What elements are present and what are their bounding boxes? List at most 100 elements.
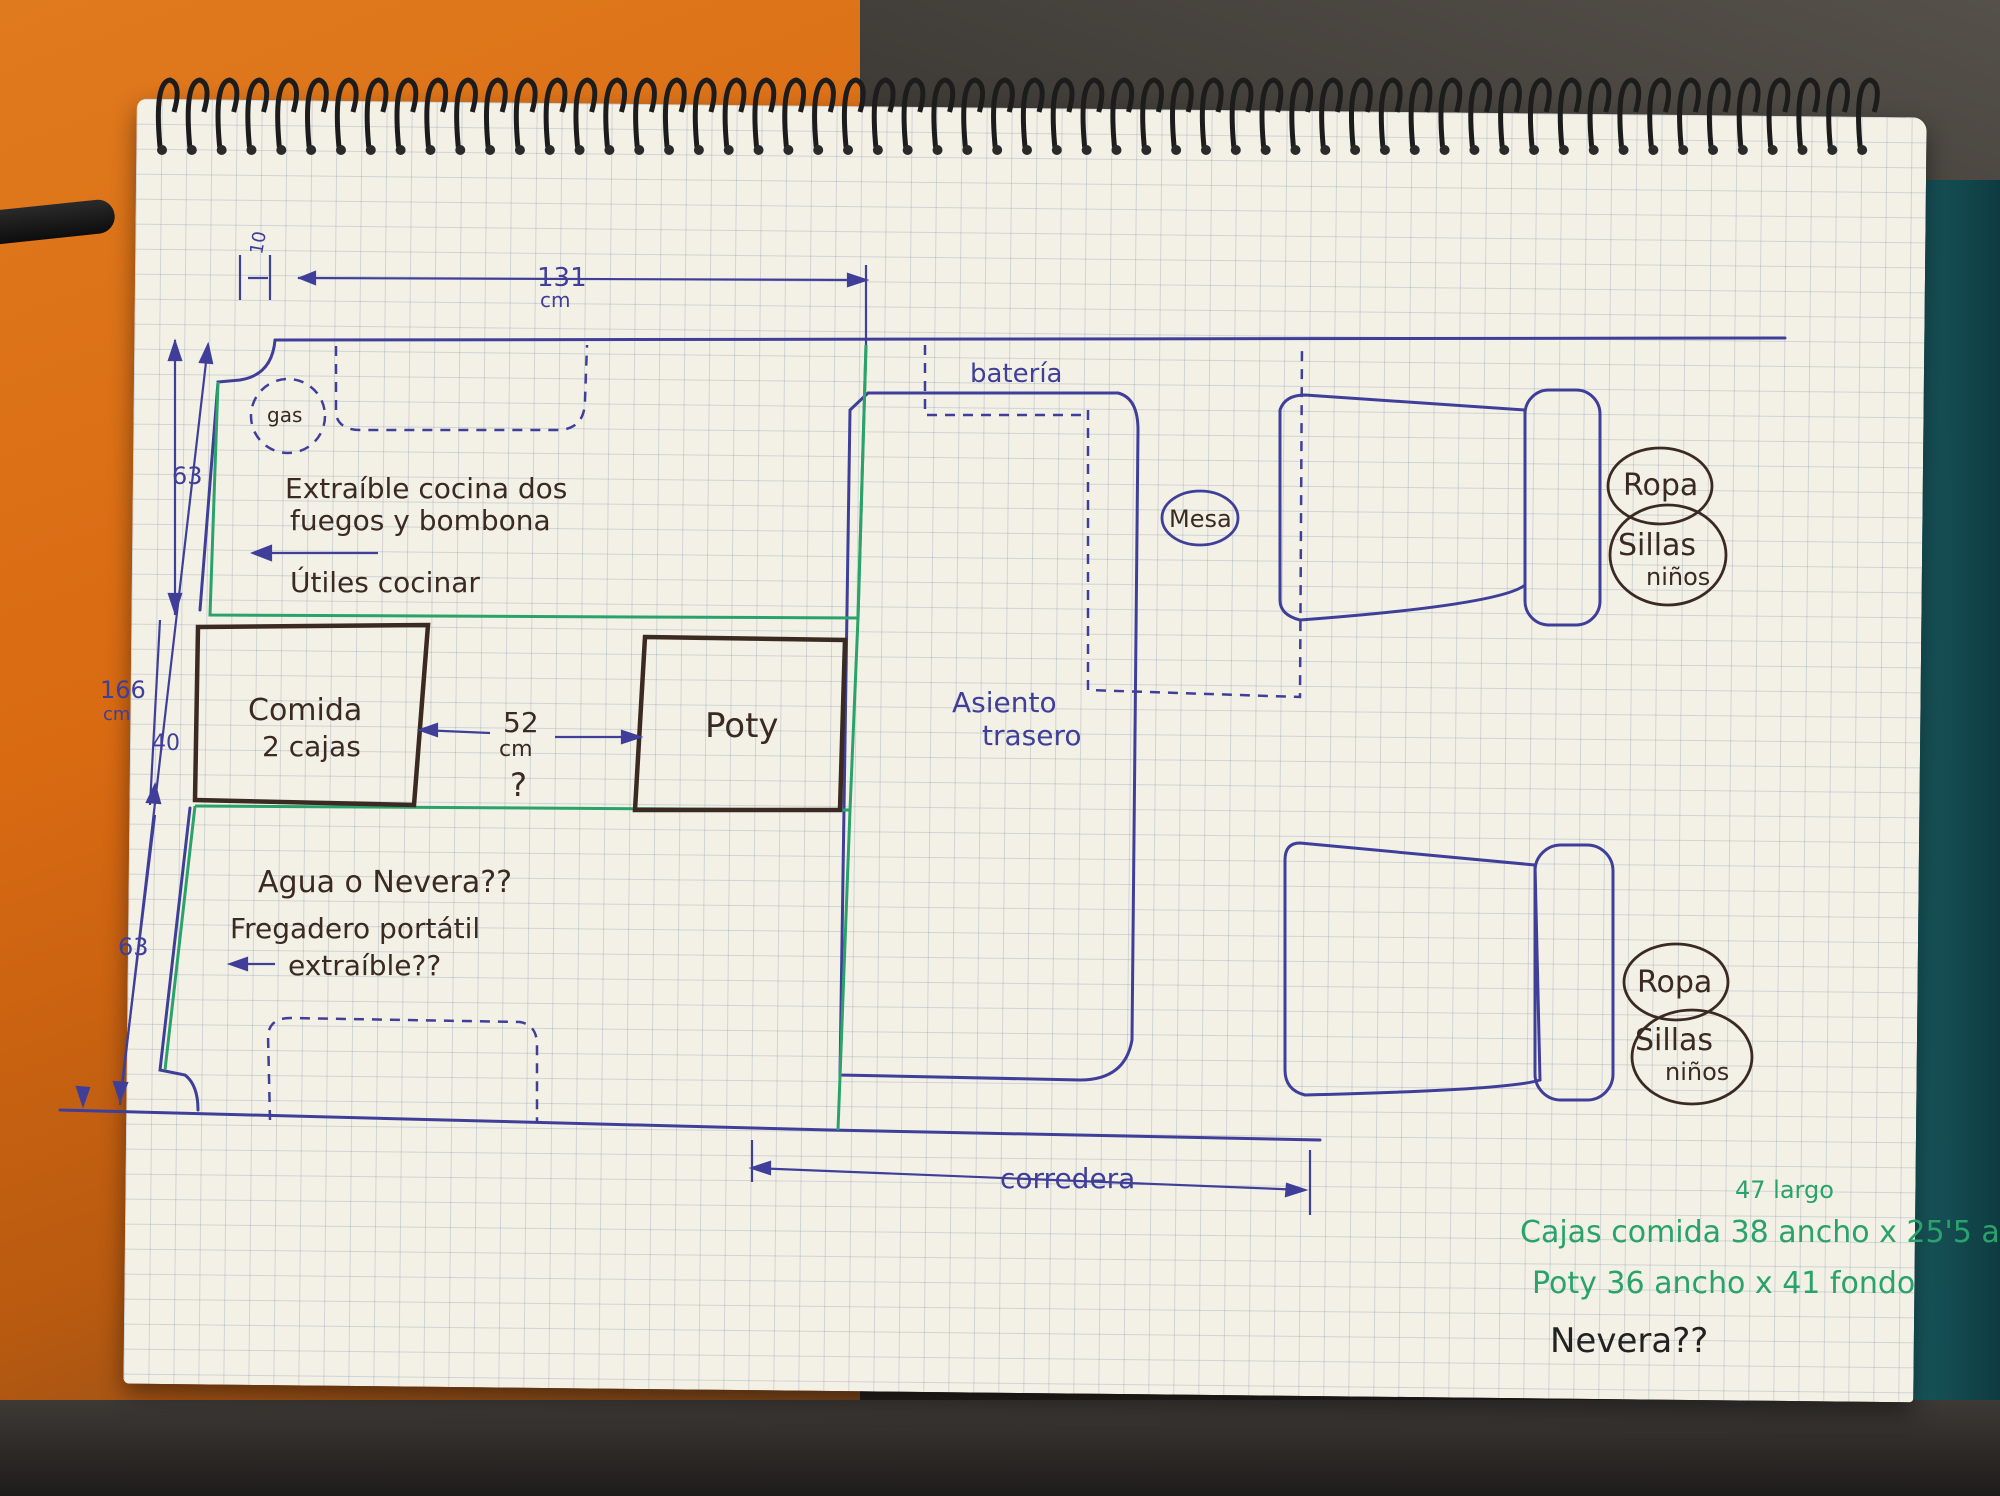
spiral-ring <box>1199 77 1224 148</box>
corredera-label: corredera <box>1000 1162 1135 1195</box>
spiral-ring <box>752 77 777 148</box>
agua-text-3: extraíble?? <box>288 949 441 982</box>
spiral-ring <box>1766 77 1791 148</box>
gap-value: 52 <box>503 706 539 739</box>
kitchen-text-2: fuegos y bombona <box>290 504 551 537</box>
spiral-hole <box>574 145 585 155</box>
spiral-hole <box>335 145 346 155</box>
spiral-ring <box>1617 77 1642 148</box>
mesa-label: Mesa <box>1169 505 1232 533</box>
spiral-hole <box>1857 145 1868 155</box>
spiral-hole <box>1260 145 1271 155</box>
spiral-hole <box>1051 145 1062 155</box>
comida-text-1: Comida <box>248 693 362 728</box>
gap-question: ? <box>510 766 527 804</box>
asiento-text-1: Asiento <box>952 686 1057 719</box>
spiral-hole <box>664 145 675 155</box>
van-left-wall <box>198 338 277 612</box>
spiral-ring <box>931 77 956 148</box>
spiral-hole <box>1529 145 1540 155</box>
spiral-ring <box>1498 77 1522 148</box>
spiral-ring <box>1259 77 1284 148</box>
dim-131-unit: cm <box>540 288 570 312</box>
front-seat-bottom-backrest <box>1533 843 1615 1102</box>
note-nevera: Nevera?? <box>1550 1321 1708 1361</box>
note-largo: 47 largo <box>1735 1176 1834 1204</box>
spiral-hole <box>186 145 197 155</box>
spiral-hole <box>485 145 496 155</box>
spiral-ring <box>1289 77 1314 148</box>
spiral-hole <box>514 145 525 155</box>
agua-text-1: Agua o Nevera?? <box>258 865 512 900</box>
spiral-hole <box>1320 145 1331 155</box>
spiral-ring <box>662 77 687 148</box>
spiral-ring <box>1856 77 1880 148</box>
spiral-hole <box>1439 145 1450 155</box>
spiral-ring <box>1438 77 1463 148</box>
spiral-hole <box>723 145 734 155</box>
spiral-hole <box>783 145 794 155</box>
spiral-hole <box>1200 145 1211 155</box>
spiral-hole <box>1678 145 1689 155</box>
spiral-hole <box>306 145 317 155</box>
spiral-ring <box>1378 77 1403 148</box>
spiral-ring <box>1110 77 1135 148</box>
spiral-ring <box>1140 77 1164 148</box>
spiral-hole <box>365 145 376 155</box>
sink-module-right <box>836 809 852 1131</box>
spiral-ring <box>1796 77 1821 148</box>
spiral-hole <box>1558 145 1569 155</box>
spiral-binding <box>155 77 1880 155</box>
ropa-top-bubble <box>1606 446 1714 526</box>
ropa-bottom-label: Ropa <box>1637 965 1712 1000</box>
spiral-ring <box>782 77 807 148</box>
spiral-ring <box>1647 77 1672 148</box>
spiral-hole <box>1022 145 1032 155</box>
spiral-ring <box>245 77 270 148</box>
spiral-hole <box>1499 145 1510 155</box>
poty-label: Poty <box>705 706 779 746</box>
spiral-hole <box>395 145 406 155</box>
spiral-hole <box>1230 145 1241 155</box>
spiral-ring <box>573 77 598 148</box>
spiral-ring <box>1349 77 1373 148</box>
spiral-hole <box>1350 145 1361 155</box>
spiral-ring <box>1557 77 1582 148</box>
spiral-ring <box>215 77 240 148</box>
van-top-wall <box>273 336 1787 342</box>
spiral-hole <box>1827 145 1838 155</box>
spiral-ring <box>1080 77 1105 148</box>
spiral-hole <box>843 145 854 155</box>
spiral-ring <box>633 77 657 148</box>
spiral-ring <box>364 77 389 148</box>
sillas-top-label-2: niños <box>1646 563 1710 591</box>
front-seat-top <box>1278 393 1527 622</box>
note-cajas: Cajas comida 38 ancho x 25'5 alt <box>1520 1215 2000 1250</box>
spiral-ring <box>513 77 538 148</box>
spiral-ring <box>1677 77 1701 148</box>
spiral-ring <box>1020 77 1045 148</box>
spiral-hole <box>544 145 555 155</box>
gas-label: gas <box>267 403 302 427</box>
spiral-hole <box>1797 145 1808 155</box>
spiral-ring <box>991 77 1015 148</box>
spiral-ring <box>334 77 359 148</box>
spiral-hole <box>1081 145 1092 155</box>
rear-seat-outline <box>838 391 1140 1082</box>
spiral-hole <box>1767 145 1778 155</box>
background-floor <box>0 1400 2000 1496</box>
spiral-hole <box>872 145 883 155</box>
spiral-ring <box>692 77 717 148</box>
spiral-ring <box>812 77 836 148</box>
spiral-hole <box>1618 145 1629 155</box>
spiral-ring <box>543 77 568 148</box>
spiral-ring <box>185 77 210 148</box>
spiral-hole <box>1111 145 1122 155</box>
gas-bottle-dashed <box>249 377 327 455</box>
mesa-bubble <box>1160 489 1240 547</box>
spiral-ring <box>871 77 896 148</box>
spiral-ring <box>454 77 478 148</box>
sink-module-outline <box>163 805 197 1071</box>
spiral-hole <box>246 145 257 155</box>
